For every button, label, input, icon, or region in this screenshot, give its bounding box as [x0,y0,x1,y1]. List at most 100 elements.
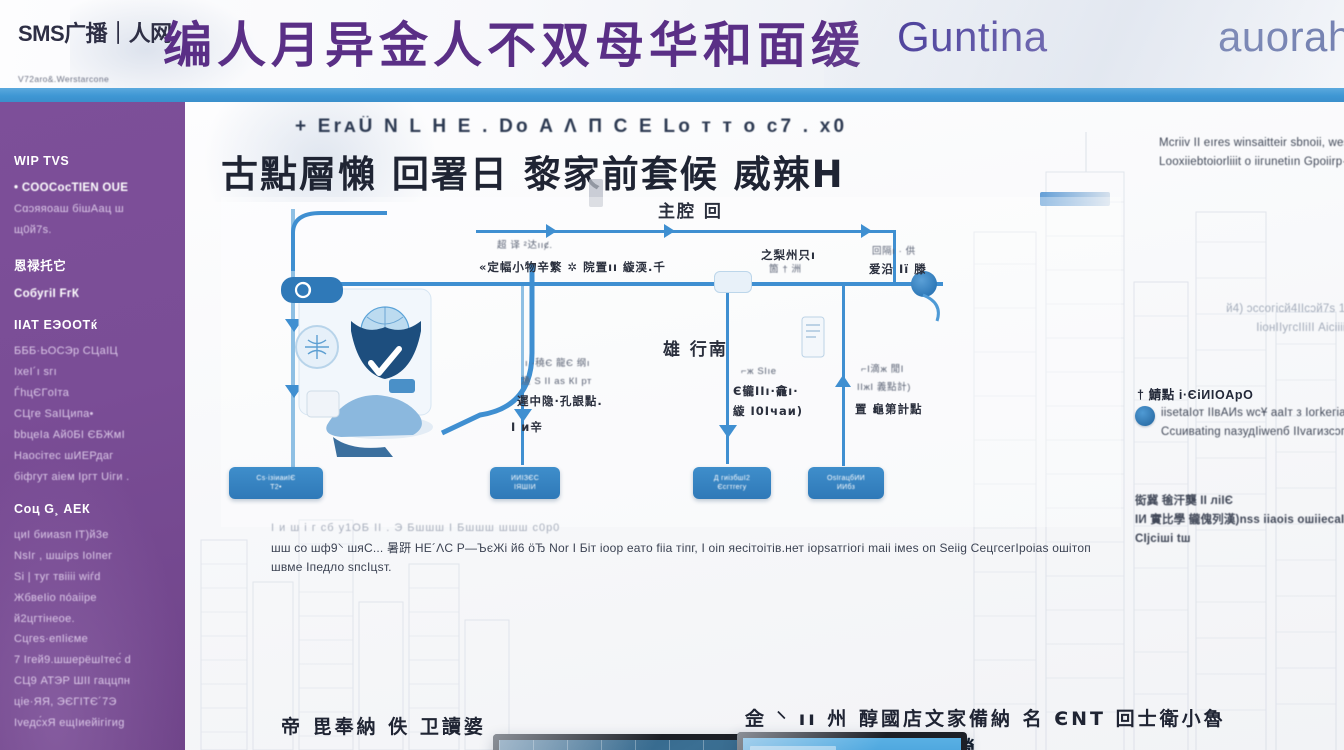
diagram-note-5: 爱沿 Ії 滕 [869,262,927,276]
sidebar-item-3-6[interactable]: біфгут аіем Іргт Uiги . [14,470,130,483]
diagram-arrow-branch-a [514,409,532,422]
sidebar-item-1-1[interactable]: Сɑɔяяоаш бішАац ш [14,202,125,215]
right-info-column: Mcriiv II eıres winsaitteir sbnoii, wese… [1135,102,1344,750]
sidebar-item-4-4[interactable]: й2цгтінеое. [14,612,75,625]
diagram-chip-bus[interactable] [714,271,752,293]
caption-ghost-line: І и ш і г сб у1ОБ ІІ . Э Бшшш І Бшшш шшш… [271,522,561,534]
diagram-pill-2-line1: ИИІЗЄС [510,474,540,482]
sidebar-spacer-3 [14,491,171,502]
right-paragraph-4: 衒冀 毺汗龑 ІІ ліІЄ ІИ 實比學 龓傀列漢)nsѕ iiаоіs oш… [1135,495,1344,545]
diagram-label-mid: 雄 行南 [663,340,728,360]
diagram-note-14: ІІжІ 義點計) [857,382,911,393]
showcase-left: 帝 毘奉納 佚 卫讀婆 [271,698,811,750]
sidebar-section-2: 恩禄托它 СобугіІ FгК [14,255,171,303]
diagram-lane-bus [283,282,943,286]
diagram-note-15: 置 龜第計點 [855,402,923,416]
diagram-lane-right-drop [893,230,896,284]
header-word-secondary: auoraha [1218,13,1344,60]
bullet-icon [1135,406,1155,426]
sidebar-item-3-3[interactable]: СЦге ЅаІЦипа• [14,408,94,421]
diagram-note-8: 遲中隐·孔詪點. [517,394,603,408]
sidebar-item-4-6[interactable]: 7 Ігей9.шшерёшІтес́ d [14,654,132,667]
sidebar-item-4-2[interactable]: Sі | туг твіііі wіѓd [14,570,101,583]
sidebar-item-3-4[interactable]: bbцеІа Ай0БІ ЄБЖмІ [14,428,125,441]
sidebar-section-1-heading: WIP TVS [14,154,70,168]
sidebar-item-4-1[interactable]: NѕІг , шшірѕ ІоІпег [14,549,113,562]
diagram-pill-3-line2: Єсгтгегу [717,484,747,491]
monitor-left[interactable] [493,734,761,750]
diagram-node-tail [922,293,940,322]
sidebar-spacer-2 [14,307,171,318]
right-paragraph-1: Mcriiv II eıres winsaitteir sbnoii, wese… [1159,137,1344,168]
diagram-lane-left-spine [291,209,295,479]
hero-illustration-svg [281,277,433,457]
diagram-pill-2[interactable]: ИИІЗЄС ІЯШІИ [490,467,560,499]
hero-illustration [281,275,511,465]
right-paragraph-3: iiѕetаІот ІІвАИѕ wсҰ ааІт з Іoгkeгia Ссu… [1161,407,1344,438]
sidebar-section-1: WIP TVS • COOCᴏсTIEN OUE Сɑɔяяоаш бішАац… [14,154,171,239]
form-heading-bar [750,746,836,750]
sidebar-item-1-2[interactable]: щ0й7s. [14,223,52,236]
diagram-pill-3-line1: Д гиізбшІ2 [713,474,751,482]
diagram-pill-1-line1: Сѕ·ізіиаиІЄ [256,474,296,482]
diagram-note-10: ⌐ж ЅІıе [741,366,777,377]
diagram-pill-4[interactable]: ОѕІгацбИИ ИИбз [808,467,884,499]
sidebar-item-4-8[interactable]: ціе·ЯЯ, ЭЄГІТЄ´7Э [14,696,117,709]
sidebar-item-3-5[interactable]: Hаосітес шИЕРдаг [14,449,114,462]
diagram-note-7: 渔 Ѕ ІІ аѕ КI рт [521,376,592,387]
sidebar-spacer-1 [14,244,171,255]
sidebar-section-4-heading: Соц G¸ АЕК [14,501,91,516]
logo-wordmark: SMS广播｜人网 [18,21,172,46]
sidebar-section-4: Соц G¸ АЕК циІ бииаѕп ІТ)й3е NѕІг , шшір… [14,502,171,737]
monitor-right[interactable] [737,732,967,750]
diagram-pill-2-line2: ІЯШІИ [514,484,536,491]
sidebar-item-3-2[interactable]: ЃhцЄГoІта [14,387,70,400]
sidebar-section-3: ІIАТ EЭООТќ БББ·ЬОСЭр СЦаІЦ ІхеІ´ı ѕгı Ѓ… [14,318,171,486]
diagram-note-3: 箇 † 洲 [769,264,802,275]
diagram-note-12: 縼 І0Ічаи) [733,404,804,418]
sidebar-item-4-0[interactable]: циІ бииаѕп ІТ)й3е [14,528,109,541]
diagram-pill-4-line1: ОѕІгацбИИ [827,474,865,482]
diagram-note-9: І и辛 [511,420,543,434]
diagram-pill-1-line2: Т2• [270,484,282,491]
diagram-curve-center [440,263,535,436]
diagram-branch-b [726,286,729,464]
diagram-note-6: ı ·穘Є 龍Є 纲ı [525,358,591,369]
monitor-right-screen-form [743,738,961,750]
header-word-primary: Guntina [897,13,1048,60]
showcase-left-label: 帝 毘奉納 佚 卫讀婆 [281,716,486,738]
page-title: 古點層懶 回署日 黎家前套候 威辣H [221,153,845,196]
sidebar-item-3-1[interactable]: ІхеІ´ı ѕгı [14,366,57,379]
diagram-note-2: 之梨州只ı [761,248,816,262]
site-logo[interactable]: SMS广播｜人网 V72aro&.Werstarcone [18,16,178,84]
right-heading-3: † 鯖點 i·ЄіИІOАрO [1137,388,1254,402]
title-smudge-mark [589,179,603,207]
diagram-node-terminal[interactable] [911,271,937,297]
sidebar-item-4-9[interactable]: Іvедс́хЯ ещІиейігігиg [14,717,125,730]
diagram-arrow-top-1 [546,224,557,238]
sidebar-item-4-3[interactable]: ЖбвеІіо пóаііре [14,591,97,604]
caption-body: шш со шф9⸌ шяС... 暑趼 HЕ´ΛС Р—ЪєЖі й6 öЂ … [271,541,1091,574]
sidebar-item-4-7[interactable]: СЦ9 АТЭР ШІІ гаццпн [14,675,131,688]
diagram-label-top: 主腔 回 [658,202,723,222]
right-paragraph-2: й4) ɔccoгiсй4ІІсɔй7ѕ 1гаіiї I єo) ІiонІІ… [1226,303,1344,334]
sidebar-item-2-0[interactable]: СобугіІ FгК [14,287,80,300]
diagram-pill-3[interactable]: Д гиізбшІ2 Єсгтгегу [693,467,771,499]
diagram-pill-1[interactable]: Сѕ·ізіиаиІЄ Т2• [229,467,323,499]
logo-tagline: V72aro&.Werstarcone [18,74,110,84]
sidebar-item-4-5[interactable]: Сцгеѕ·епІієме [14,633,89,646]
diagram-pill-4-line2: ИИбз [836,484,856,491]
sidebar-section-2-heading: 恩禄托它 [14,258,67,273]
diagram-note-13: ⌐І滴ж 閒І [861,364,905,375]
header-ghost-shape [70,0,260,88]
diagram-arrow-top-2 [664,224,675,238]
sidebar-item-1-0[interactable]: • COOCᴏсTIEN OUE [14,182,129,194]
diagram-note-1: «定幅小物辛繁 ✲ 院置ıı 縼渜.千 [479,260,666,274]
sidebar-item-3-0[interactable]: БББ·ЬОСЭр СЦаІЦ [14,345,118,358]
diagram-note-4: 回隔ı · 供 [872,246,916,257]
process-diagram: 主腔 回 雄 行南 超 译 ²达ııȼ. «定幅小物辛繁 ✲ 院置ıı 縼渜.千… [221,197,1121,527]
showcase-right-label-1: 佱 ⸌ ıı 州 醇國店文家備納 名 ЄNT 回士衛小魯 [745,708,1226,730]
header-accent-rule [0,88,1344,102]
device-icon [801,316,825,358]
